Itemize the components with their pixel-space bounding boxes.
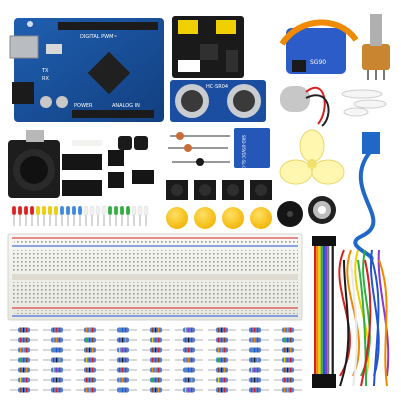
jumper-wire [325, 244, 328, 376]
led [11, 205, 17, 216]
jumper-connector [312, 236, 336, 246]
ultrasonic-sensor: HC-SR04 [170, 80, 266, 122]
potentiometer [362, 14, 390, 80]
led [53, 205, 59, 216]
led-row [11, 205, 149, 226]
jumper-wire [316, 244, 319, 376]
jumper-wire-bundle [312, 236, 336, 388]
board-digital-label: DIGITAL PWM~ [80, 34, 118, 40]
board-rx-label: RX [42, 76, 49, 82]
loose-jumper-wires [338, 249, 390, 387]
jumper-wire [331, 244, 334, 376]
led [131, 205, 137, 216]
led [65, 205, 71, 216]
led [95, 205, 101, 216]
resistor-grid [10, 327, 302, 393]
dc-motor [280, 86, 330, 127]
led [119, 205, 125, 216]
jumper-wire [354, 249, 370, 377]
jumper-wire [318, 244, 321, 376]
jumper-wire [377, 249, 390, 377]
board-power-label: POWER [74, 103, 93, 109]
capacitors [72, 136, 148, 150]
relay-label: SRD-05VDC-SL-C [241, 135, 246, 169]
jumper-wire [314, 244, 317, 376]
joystick-module [8, 130, 60, 198]
usb-cable [353, 132, 380, 262]
jumper-wire [350, 259, 358, 387]
led [89, 205, 95, 216]
servo-horns [341, 89, 387, 117]
servo-label: SG90 [310, 59, 326, 66]
fan-propeller [279, 129, 345, 185]
microcontroller-board: DIGITAL PWM~ POWER ANALOG IN TX RX [9, 18, 164, 122]
led [17, 205, 23, 216]
jumper-wire [370, 249, 380, 377]
board-tx-label: TX [41, 68, 49, 74]
led [137, 205, 143, 216]
power-supply-module [172, 16, 244, 78]
jumper-wire [339, 259, 350, 387]
led [83, 205, 89, 216]
button-caps [166, 207, 272, 229]
led [143, 205, 149, 216]
led [23, 205, 29, 216]
led [101, 205, 107, 216]
jumper-wire [360, 259, 372, 387]
led [59, 205, 65, 216]
jumper-wire [378, 259, 388, 387]
relay-module: SRD-05VDC-SL-C [234, 128, 270, 169]
led [41, 205, 47, 216]
led [29, 205, 35, 216]
jumper-connector [312, 374, 336, 388]
led [77, 205, 83, 216]
integrated-circuits [62, 150, 154, 196]
jumper-wire [357, 259, 367, 387]
led [71, 205, 77, 216]
jumper-wire [346, 249, 361, 377]
photoresistors [168, 132, 230, 166]
led [107, 205, 113, 216]
jumper-wire [322, 244, 325, 376]
servo-motor: SG90 [279, 19, 359, 74]
board-analog-label: ANALOG IN [112, 103, 140, 109]
jumper-wire [327, 244, 330, 376]
led [47, 205, 53, 216]
led [113, 205, 119, 216]
jumper-wire [371, 259, 380, 387]
buzzers [277, 196, 336, 227]
breadboard [7, 233, 303, 321]
ultrasonic-label: HC-SR04 [206, 84, 228, 90]
tactile-buttons [166, 180, 272, 200]
jumper-wire [320, 244, 323, 376]
led [125, 205, 131, 216]
jumper-wire [329, 244, 332, 376]
led [35, 205, 41, 216]
